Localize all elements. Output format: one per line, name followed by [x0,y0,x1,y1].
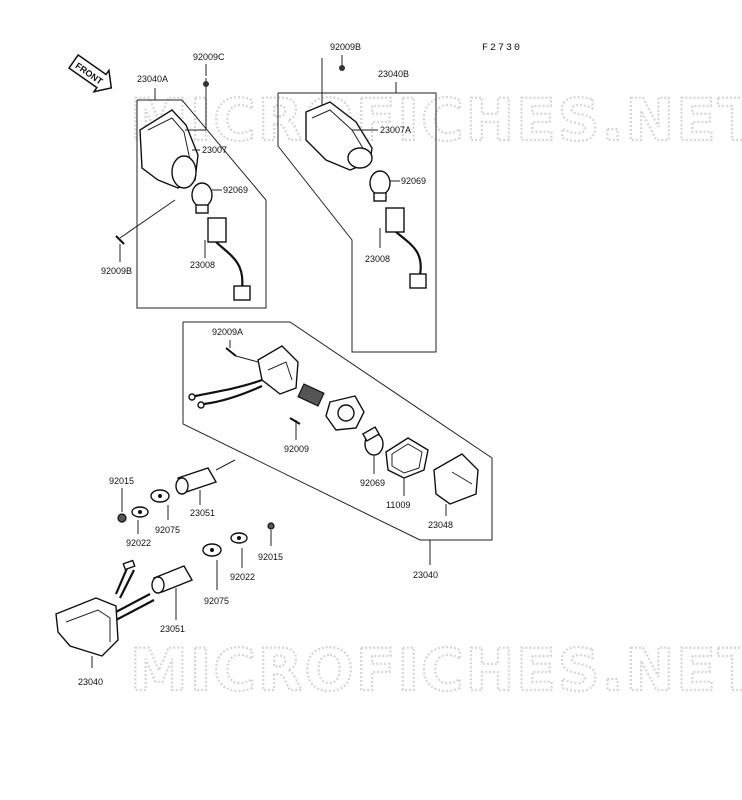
label-92069-c: 92069 [360,478,385,488]
bulb-icon [369,170,391,202]
watermark-bottom: MICROFICHES.NET [130,636,742,704]
label-92009A: 92009A [212,327,243,337]
grommet-icon [150,489,170,503]
label-92069-a: 92069 [223,185,248,195]
grommet-icon [202,543,222,557]
label-92009C: 92009C [193,52,225,62]
nut-icon [267,522,275,530]
bulb-icon [191,182,213,214]
screw-icon [203,81,209,87]
turn-signal-lower [55,559,155,657]
label-92075-a: 92075 [155,525,180,535]
label-23008-a: 23008 [190,260,215,270]
label-92009B-b: 92009B [330,42,361,52]
bracket-23040B [277,92,437,353]
figure-code: F2730 [482,43,522,54]
screw-icon [225,347,237,357]
label-92015-a: 92015 [109,476,134,486]
bracket-23040 [182,321,493,541]
turn-signal-body [188,345,325,409]
nut-icon [117,513,127,523]
label-11009: 11009 [386,500,410,510]
label-23008-b: 23008 [365,254,390,264]
lens-housing-right [305,101,373,171]
bulb-icon [361,426,384,456]
label-92009B-a: 92009B [101,266,132,276]
label-92022-b: 92022 [230,572,255,582]
label-23051-b: 23051 [160,624,185,634]
socket-left [207,217,251,301]
lens-housing-left [139,109,199,189]
stalk-tube-upper [175,467,218,495]
washer-icon [131,506,149,518]
socket-right [385,207,427,289]
label-23007A: 23007A [380,125,411,135]
label-23007: 23007 [202,145,227,155]
front-arrow-icon: FRONT [67,53,113,93]
watermark-top: MICROFICHES.NET [130,86,742,154]
screw-icon [339,65,345,71]
screw-icon [289,417,301,425]
label-23040B: 23040B [378,69,409,79]
label-92075-b: 92075 [204,596,229,606]
stalk-tube-lower [151,565,194,594]
label-23048: 23048 [428,520,453,530]
bracket-23040A [136,99,267,309]
label-92022-a: 92022 [126,538,151,548]
label-23040A: 23040A [137,74,168,84]
lens-icon [433,453,479,505]
washer-icon [230,532,248,544]
label-23051-a: 23051 [190,508,215,518]
label-92015-b: 92015 [258,552,283,562]
label-23040-a: 23040 [413,570,438,580]
socket-plate [325,395,365,431]
label-92069-b: 92069 [401,176,426,186]
label-23040-b: 23040 [78,677,103,687]
gasket-icon [385,437,429,479]
label-92009: 92009 [284,444,309,454]
